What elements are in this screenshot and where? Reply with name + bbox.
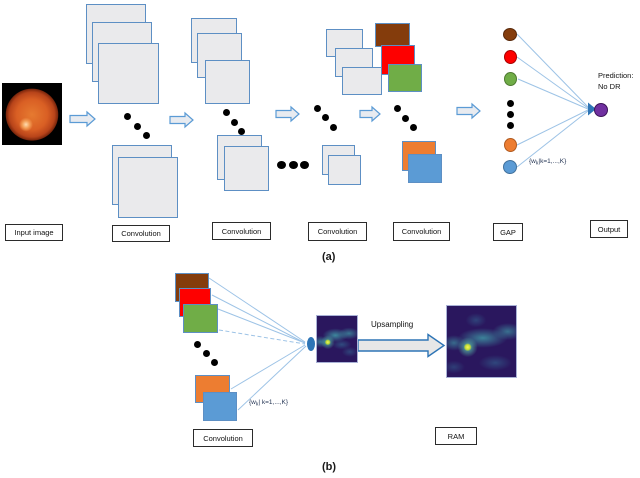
sum-node <box>307 337 315 351</box>
flow-arrow-icon <box>169 111 194 129</box>
prediction-line1: Prediction: <box>598 71 634 80</box>
flow-arrow-icon <box>69 110 96 128</box>
weight-connection-line <box>516 33 589 108</box>
ellipsis-dot <box>238 128 245 135</box>
weight-connection-line <box>211 294 306 344</box>
ellipsis-dot <box>330 124 337 131</box>
stage-label-gap: GAP <box>493 223 523 241</box>
feature-map-square <box>205 60 250 104</box>
feature-map-square <box>224 146 269 191</box>
ellipsis-dot <box>231 119 238 126</box>
ellipsis-dot <box>314 105 321 112</box>
flow-arrow-icon <box>359 105 381 123</box>
weights-suffix: |k=1,...,K} <box>538 158 567 165</box>
weights-label: {wk|k=1,...,K} <box>529 158 566 167</box>
upsampling-arrow-icon <box>357 333 446 358</box>
feature-map-square <box>98 43 159 104</box>
weight-connection-line <box>217 308 306 344</box>
gap-unit-green <box>504 72 517 86</box>
feature-map-square-green <box>183 304 218 333</box>
ellipsis-dot <box>134 123 141 130</box>
feature-map-square-blue <box>408 154 442 183</box>
gap-unit-brown <box>503 28 517 41</box>
stage-label-convolution2: Convolution <box>212 222 271 240</box>
ellipsis-dot <box>211 359 218 366</box>
ellipsis-dot <box>410 124 417 131</box>
ellipsis-dot <box>143 132 150 139</box>
sum-arrowhead-icon <box>588 102 596 116</box>
weight-connection-line <box>230 344 306 390</box>
weight-connection-line <box>516 109 589 146</box>
gap-unit-red <box>504 50 517 64</box>
feature-map-square-brown <box>375 23 410 47</box>
panel-b-caption: (b) <box>322 461 337 473</box>
stage-label-convolution3: Convolution <box>308 222 367 241</box>
activation-heatmap-small <box>316 315 358 363</box>
ellipsis-dot <box>402 115 409 122</box>
weights-subscript: k <box>535 160 539 167</box>
stage-label-convolution4: Convolution <box>393 222 450 241</box>
output-node <box>594 103 608 117</box>
feature-map-square <box>118 157 178 218</box>
stage-label-output: Output <box>590 220 628 238</box>
ellipsis-dot <box>300 161 309 169</box>
weights-subscript: k <box>255 401 259 408</box>
flow-arrow-icon <box>456 102 481 120</box>
feature-map-square-blue <box>203 392 237 421</box>
panel-a-caption: (a) <box>322 251 336 263</box>
weights-suffix: | k=1,...,K} <box>258 399 289 406</box>
stage-label-ram: RAM <box>435 427 477 445</box>
gap-unit-blue <box>503 160 517 174</box>
ellipsis-dot <box>322 114 329 121</box>
ellipsis-dot <box>194 341 201 348</box>
ellipsis-dot <box>124 113 131 120</box>
weights-label: {wk| k=1,...,K} <box>249 399 288 408</box>
stage-label-input-image: Input image <box>5 224 63 241</box>
ellipsis-dot <box>507 111 514 118</box>
weights-prefix: {w <box>529 158 536 165</box>
weights-prefix: {w <box>249 399 256 406</box>
prediction-line2: No DR <box>598 82 621 91</box>
weight-connection-line <box>516 56 589 109</box>
feature-map-square <box>342 67 382 95</box>
ellipsis-dot <box>289 161 298 169</box>
weight-connection-line <box>208 277 306 343</box>
upsampling-label: Upsampling <box>371 320 414 329</box>
prediction-text: Prediction: No DR <box>598 70 633 92</box>
activation-heatmap-large <box>446 305 517 378</box>
stage-label-convolution-b: Convolution <box>193 429 253 447</box>
weight-connection-line <box>237 345 307 411</box>
input-fundus-image <box>2 83 62 145</box>
weight-connection-line <box>516 110 589 168</box>
feature-map-square-green <box>388 64 422 92</box>
weight-connection-line <box>218 329 306 345</box>
ellipsis-dot <box>223 109 230 116</box>
ellipsis-dot <box>507 122 514 129</box>
ellipsis-dot <box>507 100 514 107</box>
weight-connection-line <box>517 78 589 110</box>
feature-map-square <box>328 155 361 185</box>
ellipsis-dot <box>394 105 401 112</box>
ellipsis-dot <box>277 161 286 169</box>
flow-arrow-icon <box>275 105 300 123</box>
stage-label-convolution1: Convolution <box>112 225 170 242</box>
gap-unit-orange <box>504 138 517 152</box>
ellipsis-dot <box>203 350 210 357</box>
